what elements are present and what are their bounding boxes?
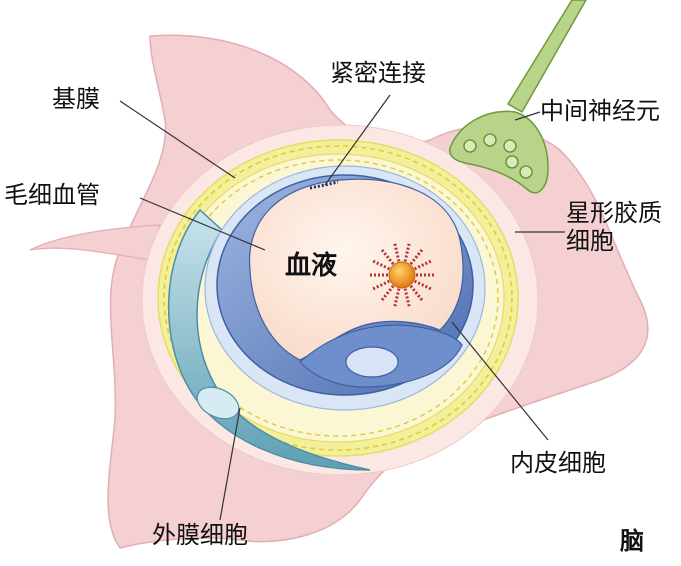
astrocyte-foot-left — [29, 224, 161, 261]
label-basement-membrane: 基膜 — [52, 85, 100, 113]
leader-basement-membrane — [119, 100, 236, 179]
blood-cell-core — [388, 261, 416, 289]
leader-interneuron — [514, 111, 541, 121]
blood-cell-spike — [379, 285, 395, 303]
blood-cell-spike — [403, 241, 412, 262]
blood-cell-spikes — [368, 241, 436, 309]
blood-cell-spike — [370, 258, 391, 271]
synaptic-vesicle — [483, 133, 497, 147]
leader-pericyte — [219, 407, 241, 521]
label-blood: 血液 — [285, 251, 338, 281]
synaptic-vesicle — [505, 155, 519, 169]
blood-cell-spike — [409, 247, 425, 265]
synaptic-vesicle — [503, 139, 517, 153]
basement-membrane-dash-outer — [163, 145, 513, 451]
blood-cell-spike — [413, 279, 434, 292]
pericyte-nucleus — [196, 386, 240, 420]
leader-capillary — [139, 197, 266, 251]
blood-cell-spike — [370, 279, 391, 292]
blood-cell-spike — [409, 285, 425, 303]
blood-cell-spike — [413, 258, 434, 271]
leader-endothelial-cell — [451, 321, 549, 441]
vessel-lumen — [248, 178, 464, 361]
label-tight-junction: 紧密连接 — [330, 59, 426, 87]
label-capillary: 毛细血管 — [4, 181, 100, 209]
blood-cell-spike — [403, 288, 412, 309]
endothelial-nucleus — [345, 346, 399, 378]
interneuron-axon — [506, 0, 587, 114]
leader-tight-junction — [324, 94, 391, 186]
label-brain: 脑 — [620, 527, 644, 555]
label-endothelial-cell: 内皮细胞 — [510, 449, 606, 477]
label-astrocyte: 星形胶质 细胞 — [566, 199, 662, 255]
synaptic-vesicle — [463, 139, 477, 153]
label-interneuron: 中间神经元 — [540, 97, 660, 125]
blood-cell-spike — [379, 247, 395, 265]
label-pericyte: 外膜细胞 — [152, 521, 248, 549]
blood-cell — [368, 241, 436, 309]
tight-junction-mark — [309, 180, 339, 190]
blood-cell-spike — [392, 241, 401, 262]
blood-cell-spike — [392, 288, 401, 309]
synaptic-vesicle — [519, 165, 533, 179]
